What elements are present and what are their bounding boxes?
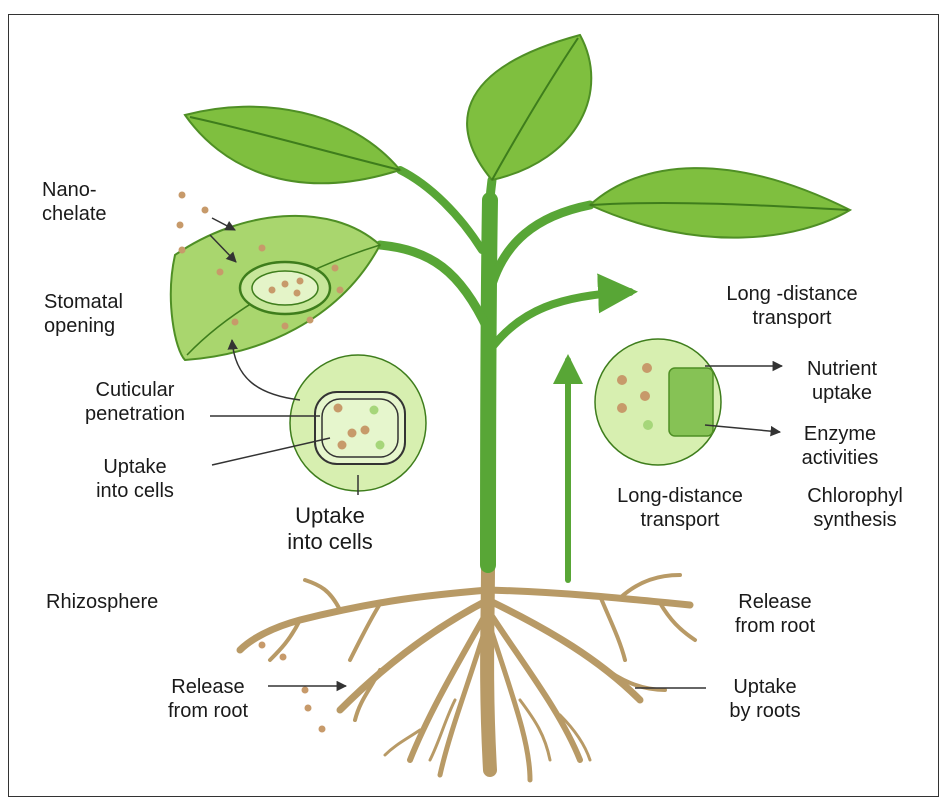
label-chlorophyl-synthesis: Chlorophyl synthesis (785, 484, 925, 532)
label-release-from-root-left: Release from root (143, 675, 273, 723)
label-uptake-by-roots: Uptake by roots (705, 675, 825, 723)
label-stomatal-opening: Stomatal opening (44, 290, 123, 338)
label-rhizosphere: Rhizosphere (46, 590, 158, 614)
label-long-distance-transport-mid: Long-distance transport (580, 484, 780, 532)
label-uptake-into-cells-center: Uptake into cells (255, 503, 405, 555)
label-nutrient-uptake: Nutrient uptake (782, 357, 902, 405)
label-uptake-into-cells-left: Uptake into cells (75, 455, 195, 503)
label-enzyme-activities: Enzyme activities (780, 422, 900, 470)
label-nano-chelate: Nano- chelate (42, 178, 107, 226)
label-long-distance-transport-top: Long -distance transport (682, 282, 902, 330)
label-cuticular-penetration: Cuticular penetration (55, 378, 215, 426)
label-release-from-root-right: Release from root (715, 590, 835, 638)
